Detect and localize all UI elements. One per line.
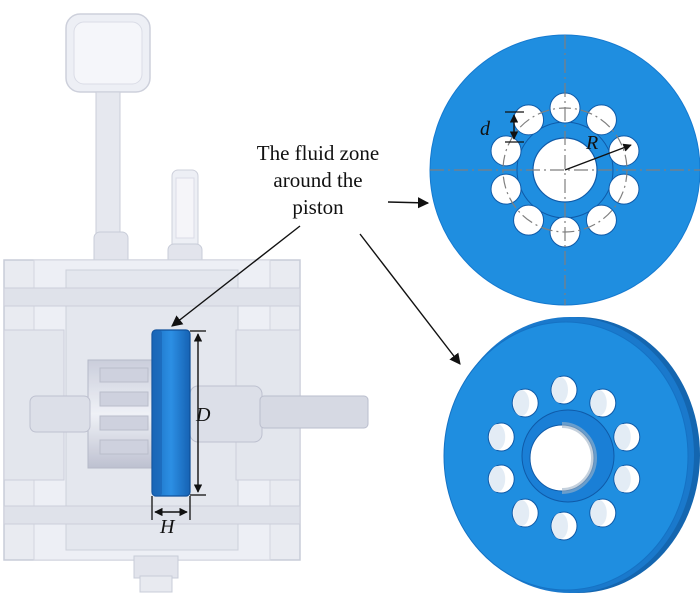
hole-3d (613, 464, 641, 494)
fluid-zone-face-view (429, 34, 700, 306)
callout-arrows (171, 197, 461, 365)
label-H: H (160, 516, 175, 538)
face-hole (585, 204, 617, 236)
arrow-to-face-view (387, 197, 430, 209)
face-hole (608, 173, 640, 205)
fluid-zone-3d-view (443, 317, 700, 593)
face-hole (490, 135, 522, 167)
radius-R-arrow (564, 143, 632, 171)
label-R: R (586, 132, 599, 154)
hole-3d (589, 388, 617, 418)
label-D: D (196, 404, 211, 426)
hole-3d (487, 464, 515, 494)
dimension-d (505, 111, 524, 143)
face-hole (490, 173, 522, 205)
gear-stack (87, 359, 159, 469)
piston-side-view (151, 329, 191, 497)
dimension-H (151, 496, 191, 520)
pump-long-rod (95, 91, 121, 243)
pump-shaft-left (29, 395, 91, 433)
arrow-to-piston (171, 225, 301, 327)
hole-3d (511, 388, 539, 418)
callout-label: The fluid zone around the piston (248, 140, 388, 221)
callout-line-2: around the (273, 168, 363, 192)
holes-3d (487, 375, 641, 541)
dimension-D (190, 330, 206, 496)
callout-line-1: The fluid zone (256, 141, 380, 165)
hole-3d (550, 511, 578, 541)
hole-3d (550, 375, 578, 405)
label-d: d (480, 118, 490, 140)
callout-line-3: piston (292, 195, 344, 219)
hole-3d (511, 498, 539, 528)
hole-3d (613, 422, 641, 452)
hole-3d (487, 422, 515, 452)
hole-3d (589, 498, 617, 528)
pump-assembly-ghost (3, 13, 369, 593)
arrow-to-3d-view (359, 233, 461, 365)
